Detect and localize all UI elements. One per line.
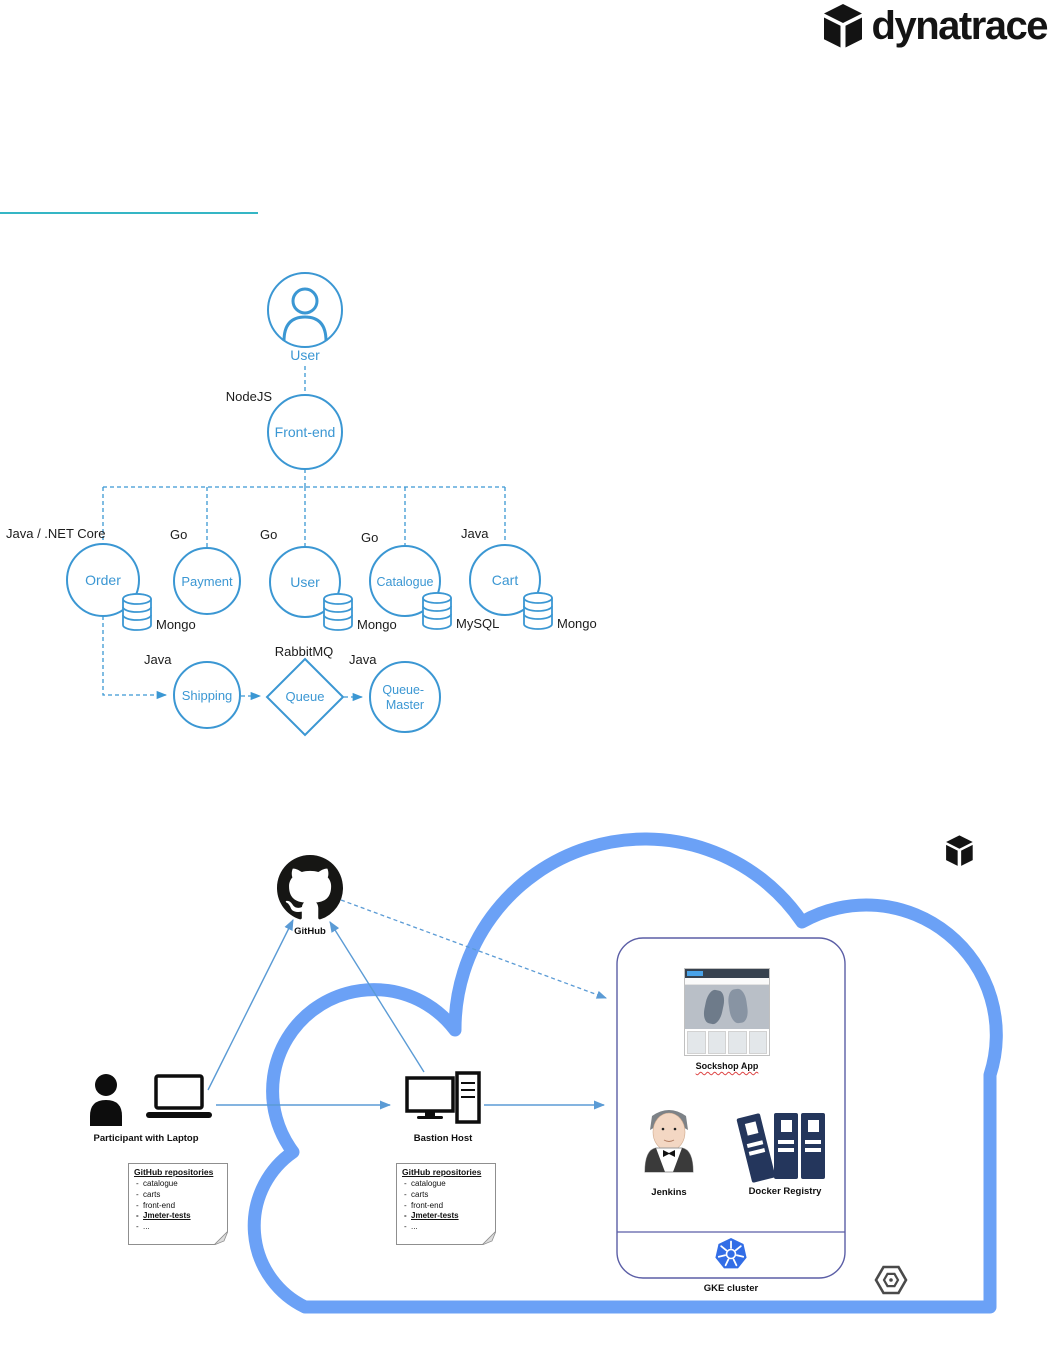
sockshop-product-row (685, 1029, 769, 1056)
catalogue-label: Catalogue (377, 575, 434, 589)
cart-db-icon (523, 592, 553, 630)
participant-label: Participant with Laptop (93, 1133, 198, 1144)
architecture-connectors (102, 366, 506, 702)
dynatrace-wordmark: dynatrace (871, 4, 1049, 48)
note-fold-corner (214, 1230, 228, 1245)
shipping-runtime-label: Java (144, 652, 172, 667)
deployment-diagram: GitHub Participant with Laptop Basti (90, 832, 1003, 1314)
gke-hexagon-icon (874, 1265, 908, 1295)
svg-text:Queue- Master: Queue- Master (382, 683, 427, 712)
repo-note-item: front-end (134, 1201, 223, 1212)
bastion-label: Bastion Host (414, 1133, 473, 1144)
order-to-shipping-arrow (102, 616, 168, 700)
user-node: User (267, 272, 343, 363)
sockshop-architecture-diagram: User NodeJS Front-end Java / .NET Core G… (6, 272, 597, 737)
repo-note-bastion: GitHub repositories cataloguecartsfront-… (396, 1163, 496, 1245)
sockshop-label: Sockshop App (695, 1061, 759, 1071)
payment-node: Payment (173, 547, 241, 615)
repo-note-title: GitHub repositories (402, 1167, 482, 1177)
user-db-icon (323, 593, 353, 631)
user-label: User (290, 347, 320, 363)
sockshop-thumbnail (684, 968, 770, 1056)
bastion-to-github-arrow (329, 921, 425, 1073)
repo-note-item: ... (402, 1222, 491, 1233)
laptop-to-github-arrow (207, 918, 294, 1091)
sockshop-hero-image (685, 985, 769, 1029)
dynatrace-cube-icon (823, 4, 862, 48)
gke-cluster-label: GKE cluster (704, 1283, 759, 1294)
heading-underline (0, 212, 258, 214)
frontend-node: Front-end (267, 394, 343, 470)
repo-note-title: GitHub repositories (134, 1167, 214, 1177)
cart-runtime-label: Java (461, 526, 489, 541)
dynatrace-cube-icon-small (946, 835, 973, 866)
sockshop-header-bar (685, 969, 769, 978)
jenkins-icon (644, 1110, 694, 1173)
shipping-node: Shipping (173, 661, 241, 729)
laptop-icon (146, 1074, 212, 1118)
queue-master-node: Queue- Master (369, 661, 441, 733)
catalogue-runtime-label: Go (361, 530, 378, 545)
frontend-label: Front-end (275, 424, 336, 440)
queue-label: Queue (285, 689, 324, 704)
catalogue-db-label: MySQL (456, 616, 499, 631)
github-label: GitHub (294, 926, 326, 937)
bastion-host-icon (405, 1071, 481, 1124)
cart-label: Cart (492, 572, 519, 588)
user-service-node: User (269, 546, 341, 618)
nodejs-label: NodeJS (226, 389, 273, 404)
person-icon (291, 287, 319, 315)
order-db-label: Mongo (156, 617, 196, 632)
repo-note-item: ... (134, 1222, 223, 1233)
cart-db-label: Mongo (557, 616, 597, 631)
jenkins-label: Jenkins (651, 1187, 686, 1198)
sockshop-nav-bar (685, 978, 769, 985)
note-fold-corner (482, 1230, 496, 1245)
github-to-sockshop-arrow (340, 899, 607, 999)
user-db-label: Mongo (357, 617, 397, 632)
docker-registry-icon (736, 1113, 825, 1183)
shipping-label: Shipping (182, 688, 233, 703)
repo-note-item: carts (402, 1190, 491, 1201)
user-service-label: User (290, 574, 320, 590)
order-node: Order (66, 543, 140, 617)
gke-cluster-box (616, 937, 846, 1279)
order-db-icon (122, 593, 152, 631)
order-label: Order (85, 572, 121, 588)
repo-note-item: Jmeter-tests (134, 1211, 223, 1222)
repo-note-local: GitHub repositories cataloguecartsfront-… (128, 1163, 228, 1245)
queue-master-runtime-label: Java (349, 652, 377, 667)
repo-note-list: cataloguecartsfront-endJmeter-tests... (402, 1179, 491, 1233)
github-icon (277, 855, 343, 920)
docker-registry-label: Docker Registry (749, 1186, 823, 1197)
participant-icon (90, 1074, 122, 1126)
dynatrace-logo: dynatrace (821, 2, 1049, 50)
payment-label: Payment (181, 574, 233, 589)
repo-note-item: front-end (402, 1201, 491, 1212)
repo-note-item: Jmeter-tests (402, 1211, 491, 1222)
deployment-arrows (207, 899, 607, 1110)
repo-note-item: catalogue (402, 1179, 491, 1190)
order-runtime-label: Java / .NET Core (6, 526, 105, 541)
repo-note-list: cataloguecartsfront-endJmeter-tests... (134, 1179, 223, 1233)
kubernetes-icon (715, 1238, 747, 1269)
queue-node: Queue (265, 657, 345, 737)
repo-note-item: catalogue (134, 1179, 223, 1190)
cart-node: Cart (469, 544, 541, 616)
payment-runtime-label: Go (170, 527, 187, 542)
user-runtime-label: Go (260, 527, 277, 542)
rabbitmq-label: RabbitMQ (275, 644, 334, 659)
repo-note-item: carts (134, 1190, 223, 1201)
catalogue-db-icon (422, 592, 452, 630)
